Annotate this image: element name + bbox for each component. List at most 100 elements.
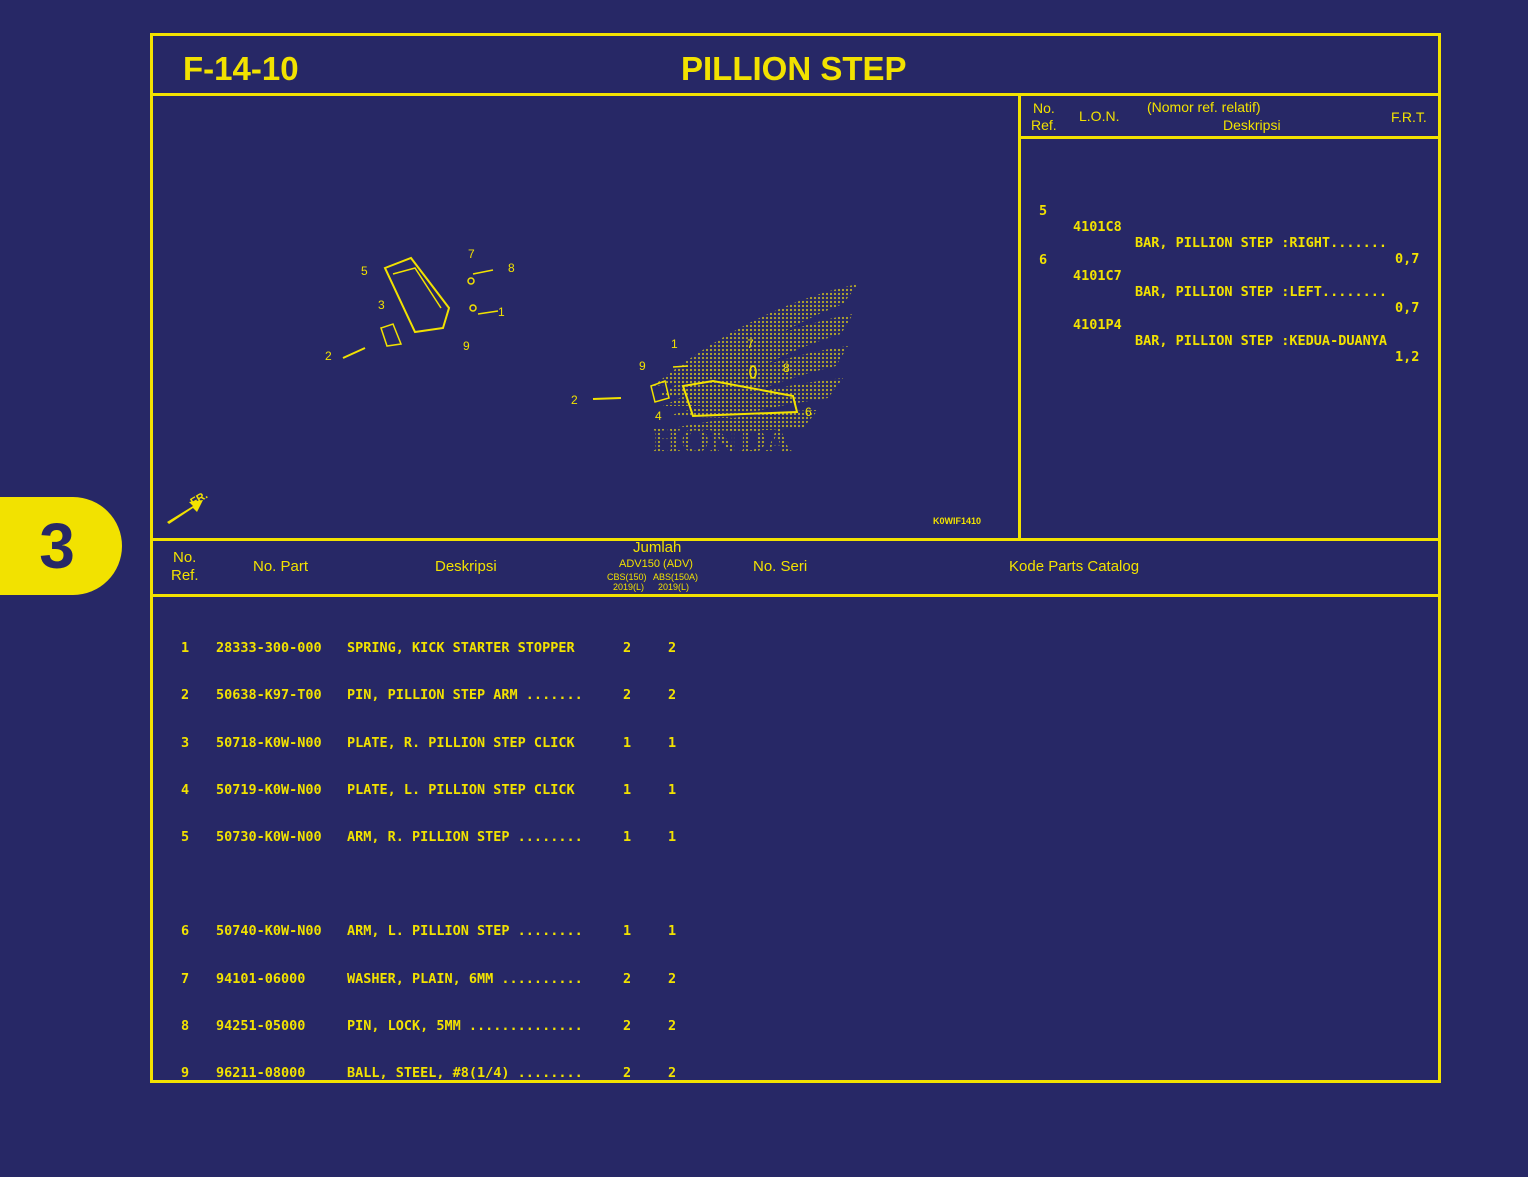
lon-code: 4101P4 [1073, 317, 1122, 333]
part-qty-cbs: 2 [623, 1065, 632, 1082]
part-number: 50730-K0W-N00 [216, 829, 322, 846]
figure-header: F-14-10 PILLION STEP [153, 36, 1438, 96]
lon-desc: BAR, PILLION STEP :RIGHT....... [1135, 235, 1387, 251]
parts-header-catalog: Kode Parts Catalog [1009, 558, 1140, 575]
part-qty-cbs: 2 [623, 687, 632, 704]
callouts-set-a: 5 7 8 3 1 9 2 [325, 247, 515, 363]
lon-header-frt: F.R.T. [1391, 109, 1427, 125]
table-row: 4 50719-K0W-N00 PLATE, L. PILLION STEP C… [153, 781, 1438, 798]
parts-header-part: No. Part [253, 558, 309, 575]
part-qty-abs: 1 [668, 829, 677, 846]
callout-9: 9 [463, 339, 470, 353]
right-step-assembly [342, 256, 499, 359]
callout-6b: 6 [805, 405, 812, 419]
part-ref: 8 [181, 1018, 190, 1035]
part-qty-abs: 1 [668, 923, 677, 940]
lon-header-lon: L.O.N. [1079, 108, 1120, 124]
callout-1: 1 [498, 305, 505, 319]
callout-7: 7 [468, 247, 475, 261]
part-desc: ARM, L. PILLION STEP ........ [347, 923, 583, 940]
parts-header-year1: 2019(L) [613, 582, 645, 592]
callout-1b: 1 [671, 337, 678, 351]
lon-row: 6 4101C7 BAR, PILLION STEP :LEFT........… [1021, 236, 1438, 316]
callout-8: 8 [508, 261, 515, 275]
figure-id: K0WIF1410 [933, 516, 981, 526]
lon-table-header: No. Ref. L.O.N. (Nomor ref. relatif) Des… [1021, 96, 1438, 139]
part-number: 94251-05000 [216, 1018, 306, 1035]
part-qty-abs: 2 [668, 640, 677, 656]
table-row: 6 50740-K0W-N00 ARM, L. PILLION STEP ...… [153, 923, 1438, 940]
brand-watermark: HONDA [651, 422, 792, 460]
part-qty-abs: 2 [668, 970, 677, 987]
lon-row: 5 4101C8 BAR, PILLION STEP :RIGHT.......… [1021, 187, 1438, 267]
catalog-frame: F-14-10 PILLION STEP HONDA [150, 33, 1441, 1083]
lon-ref: 5 [1039, 203, 1048, 219]
table-row: 1 28333-300-000 SPRING, KICK STARTER STO… [153, 640, 1438, 656]
lon-frt: 0,7 [1395, 300, 1420, 316]
part-qty-abs: 2 [668, 687, 677, 704]
parts-table-header: No. Ref. No. Part Deskripsi Jumlah ADV15… [153, 538, 1438, 597]
part-desc: PIN, LOCK, 5MM .............. [347, 1018, 583, 1035]
part-desc: SPRING, KICK STARTER STOPPER [347, 640, 575, 656]
callout-8b: 8 [783, 361, 790, 375]
lon-row: 4101P4 BAR, PILLION STEP :KEDUA-DUANYA 1… [1021, 285, 1438, 365]
part-qty-abs: 2 [668, 1065, 677, 1082]
callout-2: 2 [325, 349, 332, 363]
parts-list: 1 28333-300-000 SPRING, KICK STARTER STO… [153, 608, 1438, 1113]
part-desc: PLATE, R. PILLION STEP CLICK [347, 734, 575, 751]
table-row: 9 96211-08000 BALL, STEEL, #8(1/4) .....… [153, 1065, 1438, 1082]
part-number: 28333-300-000 [216, 640, 322, 656]
front-label: FR. [189, 489, 210, 508]
honda-wing-logo: HONDA [651, 284, 858, 460]
part-number: 50740-K0W-N00 [216, 923, 322, 940]
left-step-assembly [592, 365, 799, 418]
callout-5: 5 [361, 264, 368, 278]
part-number: 50718-K0W-N00 [216, 734, 322, 751]
lon-rows: 5 4101C8 BAR, PILLION STEP :RIGHT.......… [1021, 139, 1438, 365]
lon-table: No. Ref. L.O.N. (Nomor ref. relatif) Des… [1021, 96, 1438, 538]
part-ref: 4 [181, 781, 190, 798]
part-qty-abs: 1 [668, 781, 677, 798]
lon-desc: BAR, PILLION STEP :LEFT........ [1135, 284, 1387, 300]
exploded-diagram: HONDA 5 7 8 [153, 96, 1021, 538]
parts-header-no: No. [173, 549, 197, 566]
part-desc: ARM, R. PILLION STEP ........ [347, 829, 583, 846]
callout-3: 3 [378, 298, 385, 312]
figure-code: F-14-10 [183, 50, 299, 87]
callout-9b: 9 [639, 359, 646, 373]
lon-header-relatif: (Nomor ref. relatif) [1147, 99, 1261, 115]
part-qty-cbs: 1 [623, 923, 632, 940]
callouts-set-b: 1 7 9 8 2 4 6 [571, 337, 812, 423]
table-row: 5 50730-K0W-N00 ARM, R. PILLION STEP ...… [153, 829, 1438, 846]
part-qty-abs: 1 [668, 734, 677, 751]
lon-header-desc: Deskripsi [1223, 117, 1281, 133]
part-ref: 5 [181, 829, 190, 846]
part-qty-cbs: 1 [623, 734, 632, 751]
parts-header-ref: Ref. [171, 567, 199, 584]
parts-header-model: ADV150 (ADV) [619, 558, 693, 570]
part-number: 94101-06000 [216, 970, 306, 987]
parts-header-col2: ABS(150A) [653, 572, 699, 582]
lon-ref: 6 [1039, 252, 1048, 268]
table-row: 8 94251-05000 PIN, LOCK, 5MM ...........… [153, 1018, 1438, 1035]
part-ref: 9 [181, 1065, 190, 1082]
part-number: 96211-08000 [216, 1065, 306, 1082]
part-number: 50638-K97-T00 [216, 687, 322, 704]
parts-header-col1: CBS(150) [607, 572, 647, 582]
part-qty-cbs: 1 [623, 829, 632, 846]
table-row: 3 50718-K0W-N00 PLATE, R. PILLION STEP C… [153, 734, 1438, 751]
section-tab[interactable]: 3 [0, 497, 122, 595]
part-desc: PLATE, L. PILLION STEP CLICK [347, 781, 575, 798]
part-qty-cbs: 2 [623, 1018, 632, 1035]
callout-7b: 7 [747, 337, 754, 351]
part-desc: WASHER, PLAIN, 6MM .......... [347, 970, 583, 987]
part-qty-cbs: 2 [623, 640, 632, 656]
part-ref: 3 [181, 734, 190, 751]
part-ref: 1 [181, 640, 190, 656]
callout-4b: 4 [655, 409, 662, 423]
part-ref: 6 [181, 923, 190, 940]
section-number: 3 [39, 510, 75, 582]
figure-title: PILLION STEP [681, 50, 907, 87]
row-group-spacer [153, 876, 1438, 891]
part-desc: PIN, PILLION STEP ARM ....... [347, 687, 583, 704]
